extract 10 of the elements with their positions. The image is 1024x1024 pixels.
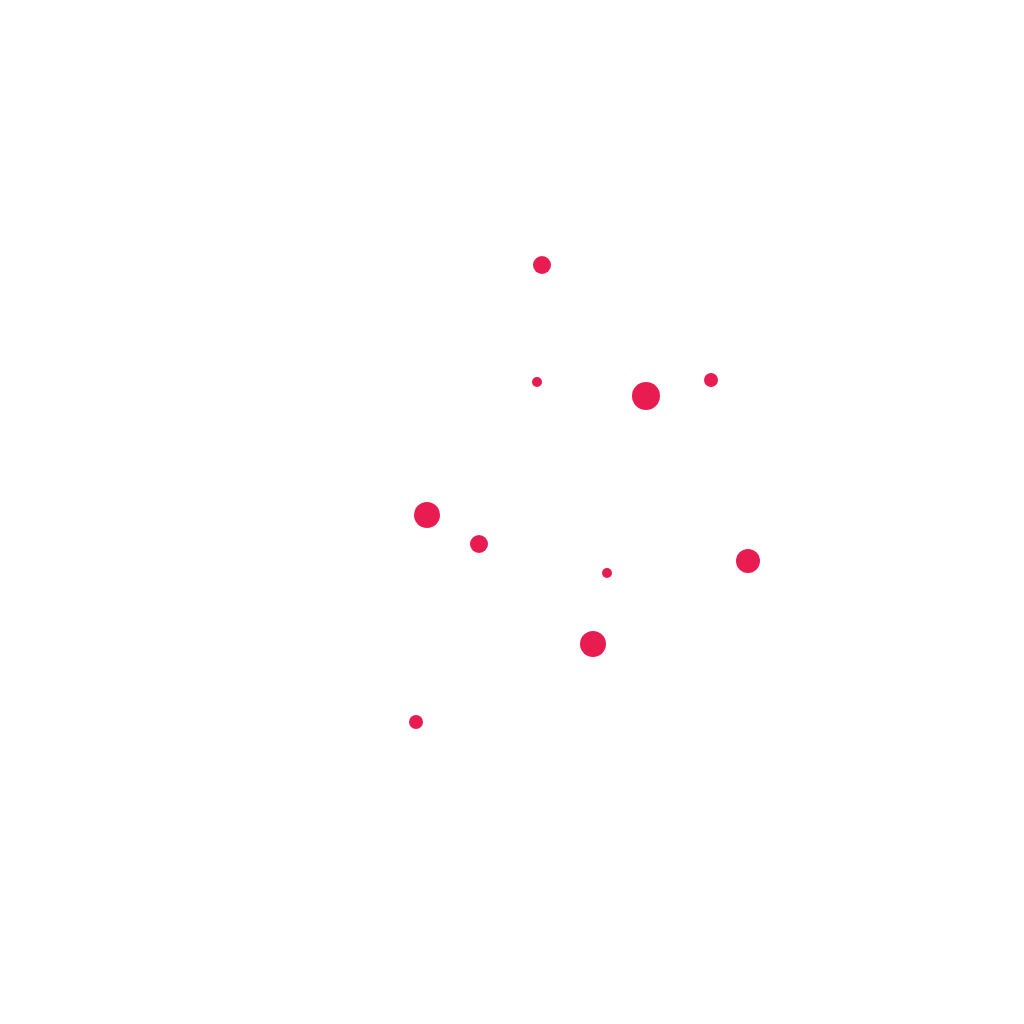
dot bbox=[533, 256, 551, 274]
dot bbox=[409, 715, 423, 729]
dot bbox=[580, 631, 606, 657]
dot bbox=[532, 377, 542, 387]
dot bbox=[470, 535, 488, 553]
dot bbox=[736, 549, 760, 573]
dot bbox=[414, 502, 440, 528]
dot bbox=[602, 568, 612, 578]
dot bbox=[704, 373, 718, 387]
dot bbox=[632, 382, 660, 410]
